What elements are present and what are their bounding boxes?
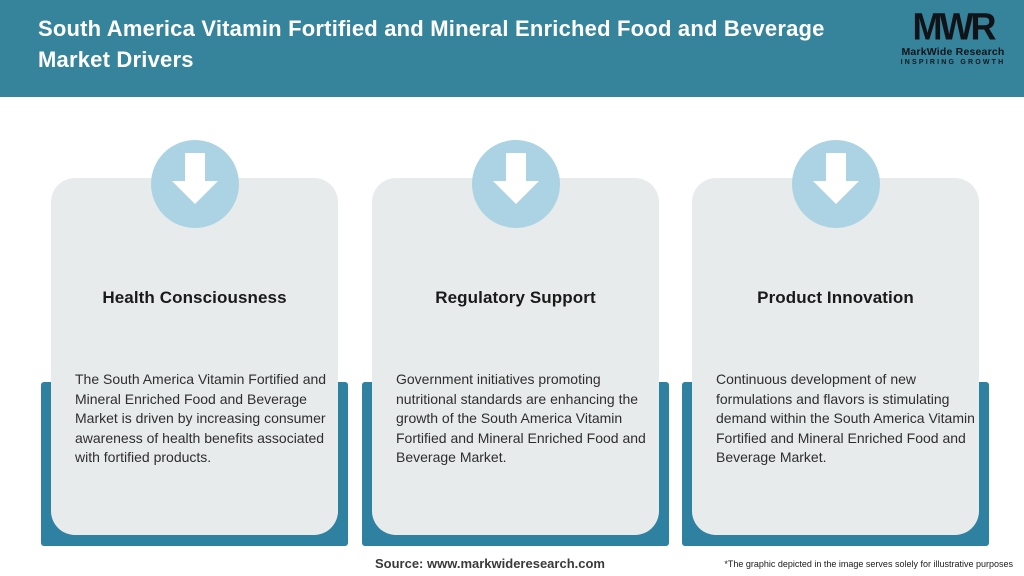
- card-description: Continuous development of new formulatio…: [716, 371, 975, 465]
- down-arrow-icon: [150, 140, 239, 228]
- source-attribution: Source: www.markwideresearch.com: [374, 556, 605, 571]
- card-title: Product Innovation: [757, 288, 914, 307]
- card-description: The South America Vitamin Fortified and …: [75, 371, 327, 465]
- card-body: Product Innovation Continuous developmen…: [692, 178, 979, 535]
- driver-card-product-innovation: Product Innovation Continuous developmen…: [682, 140, 989, 546]
- card-title: Regulatory Support: [435, 288, 596, 307]
- logo-tagline: INSPIRING GROWTH: [900, 59, 1006, 66]
- down-arrow-icon: [471, 140, 560, 228]
- driver-card-regulatory-support: Regulatory Support Government initiative…: [362, 140, 669, 546]
- card-description: Government initiatives promoting nutriti…: [396, 371, 646, 465]
- card-body: Regulatory Support Government initiative…: [372, 178, 659, 535]
- driver-card-health-consciousness: Health Consciousness The South America V…: [41, 140, 348, 546]
- logo-name: MarkWide Research: [901, 46, 1005, 58]
- markwide-research-logo: MWR MarkWide Research INSPIRING GROWTH: [898, 4, 1008, 67]
- card-title: Health Consciousness: [102, 288, 287, 307]
- disclaimer-text: *The graphic depicted in the image serve…: [724, 559, 1013, 569]
- header-banner: South America Vitamin Fortified and Mine…: [0, 0, 1024, 97]
- page-title: South America Vitamin Fortified and Mine…: [38, 16, 825, 72]
- card-body: Health Consciousness The South America V…: [51, 178, 338, 535]
- logo-mark: MWR: [912, 4, 997, 49]
- down-arrow-icon: [791, 140, 880, 228]
